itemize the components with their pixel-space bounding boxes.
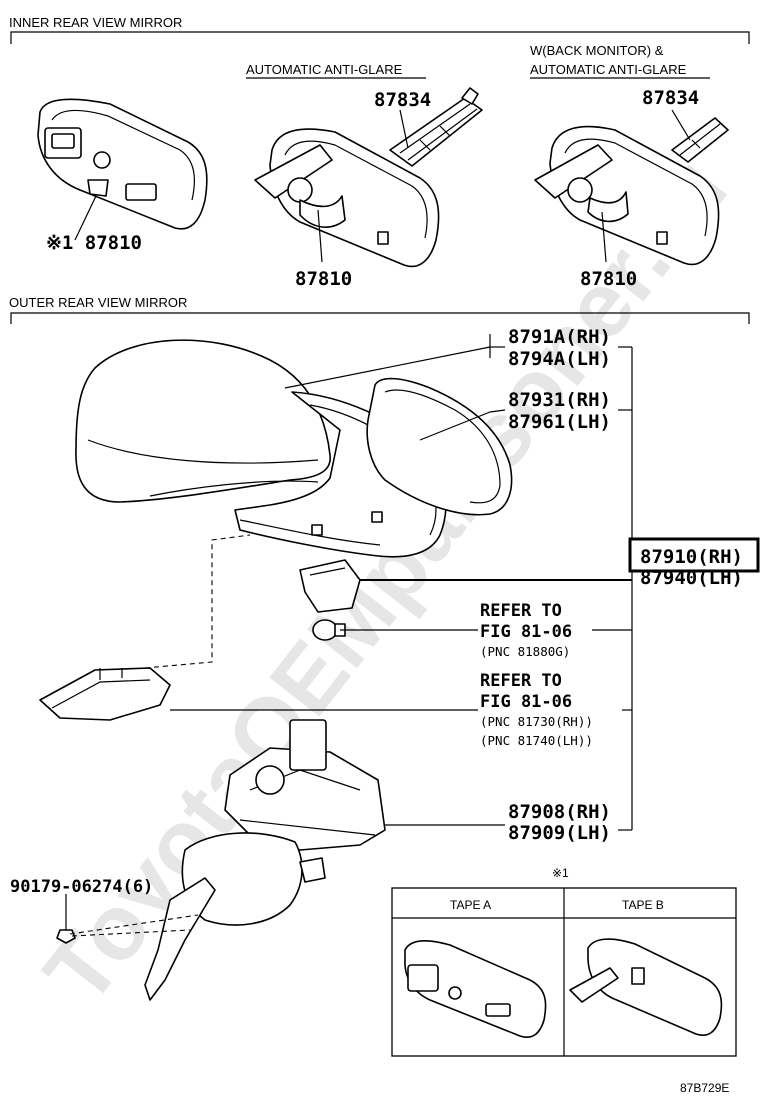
refer1-line2: FIG 81-06 — [480, 622, 572, 642]
outer-base-cover — [181, 832, 326, 926]
refer2-line4: (PNC 81740(LH)) — [480, 733, 593, 748]
inner-mirror-back-monitor — [534, 125, 720, 266]
outer-mirror-base — [224, 719, 386, 851]
refer1-line1: REFER TO — [480, 601, 562, 621]
outer-turn-signal-lamp — [39, 667, 171, 721]
leader-87810-base — [74, 195, 97, 241]
section-bracket-outer — [10, 312, 750, 324]
outer-mirror-glass — [366, 377, 513, 516]
variant-label-anti-glare: AUTOMATIC ANTI-GLARE — [246, 62, 403, 77]
inset-tape-a: TAPE A — [450, 898, 491, 912]
inset-marker: ※1 — [552, 866, 569, 880]
leader-87810-anti-glare — [317, 209, 323, 263]
leader-87834-anti-glare — [399, 109, 409, 149]
pn-8794A-lh: 8794A(LH) — [508, 348, 611, 370]
pn-87810-anti-glare: 87810 — [295, 268, 352, 290]
pn-87834-anti-glare: 87834 — [374, 89, 431, 111]
pn-8791A-rh: 8791A(RH) — [508, 326, 611, 348]
pn-87910-rh: 87910(RH) — [640, 546, 743, 568]
leader-87834-back-monitor — [671, 109, 691, 141]
refer2-line2: FIG 81-06 — [480, 692, 572, 712]
highlight-box-87910 — [628, 537, 760, 573]
outer-mirror-cover — [75, 339, 331, 503]
inner-mirror-base — [37, 98, 208, 230]
pn-87810-base: ※1 87810 — [46, 232, 142, 254]
pn-87810-back-monitor: 87810 — [580, 268, 637, 290]
inset-tape-b: TAPE B — [622, 898, 664, 912]
outer-screw — [56, 929, 76, 944]
pn-87908-rh: 87908(RH) — [508, 801, 611, 823]
variant-label-back-monitor-1: W(BACK MONITOR) & — [530, 43, 664, 58]
inner-cover-back-monitor — [671, 117, 729, 163]
inner-mirror-anti-glare — [254, 128, 440, 268]
section-title-outer: OUTER REAR VIEW MIRROR — [9, 295, 187, 310]
pn-87909-lh: 87909(LH) — [508, 822, 611, 844]
pn-90179-06274: 90179-06274(6) — [10, 877, 153, 897]
variant-label-back-monitor-2: AUTOMATIC ANTI-GLARE — [530, 62, 687, 77]
pn-87834-back-monitor: 87834 — [642, 87, 699, 109]
refer2-line1: REFER TO — [480, 671, 562, 691]
leader-87810-back-monitor — [601, 211, 607, 263]
figure-id: 87B729E — [680, 1081, 729, 1095]
outer-leader-lines — [65, 334, 633, 930]
outer-side-turn-lamp — [299, 559, 361, 613]
refer1-line3: (PNC 81880G) — [480, 644, 570, 659]
pn-87931-rh: 87931(RH) — [508, 389, 611, 411]
section-bracket-inner — [10, 31, 750, 44]
inset-mirror-tape-a — [404, 940, 547, 1038]
refer2-line3: (PNC 81730(RH)) — [480, 714, 593, 729]
dashed-leader-lamp — [144, 534, 251, 669]
section-title-inner: INNER REAR VIEW MIRROR — [9, 15, 182, 30]
pn-87961-lh: 87961(LH) — [508, 411, 611, 433]
pn-87940-lh: 87940(LH) — [640, 567, 743, 589]
dashed-leader-screw — [69, 914, 199, 937]
outer-base-arm — [144, 877, 216, 1001]
inset-mirror-tape-b — [569, 938, 723, 1036]
inner-cover-anti-glare — [389, 87, 483, 167]
